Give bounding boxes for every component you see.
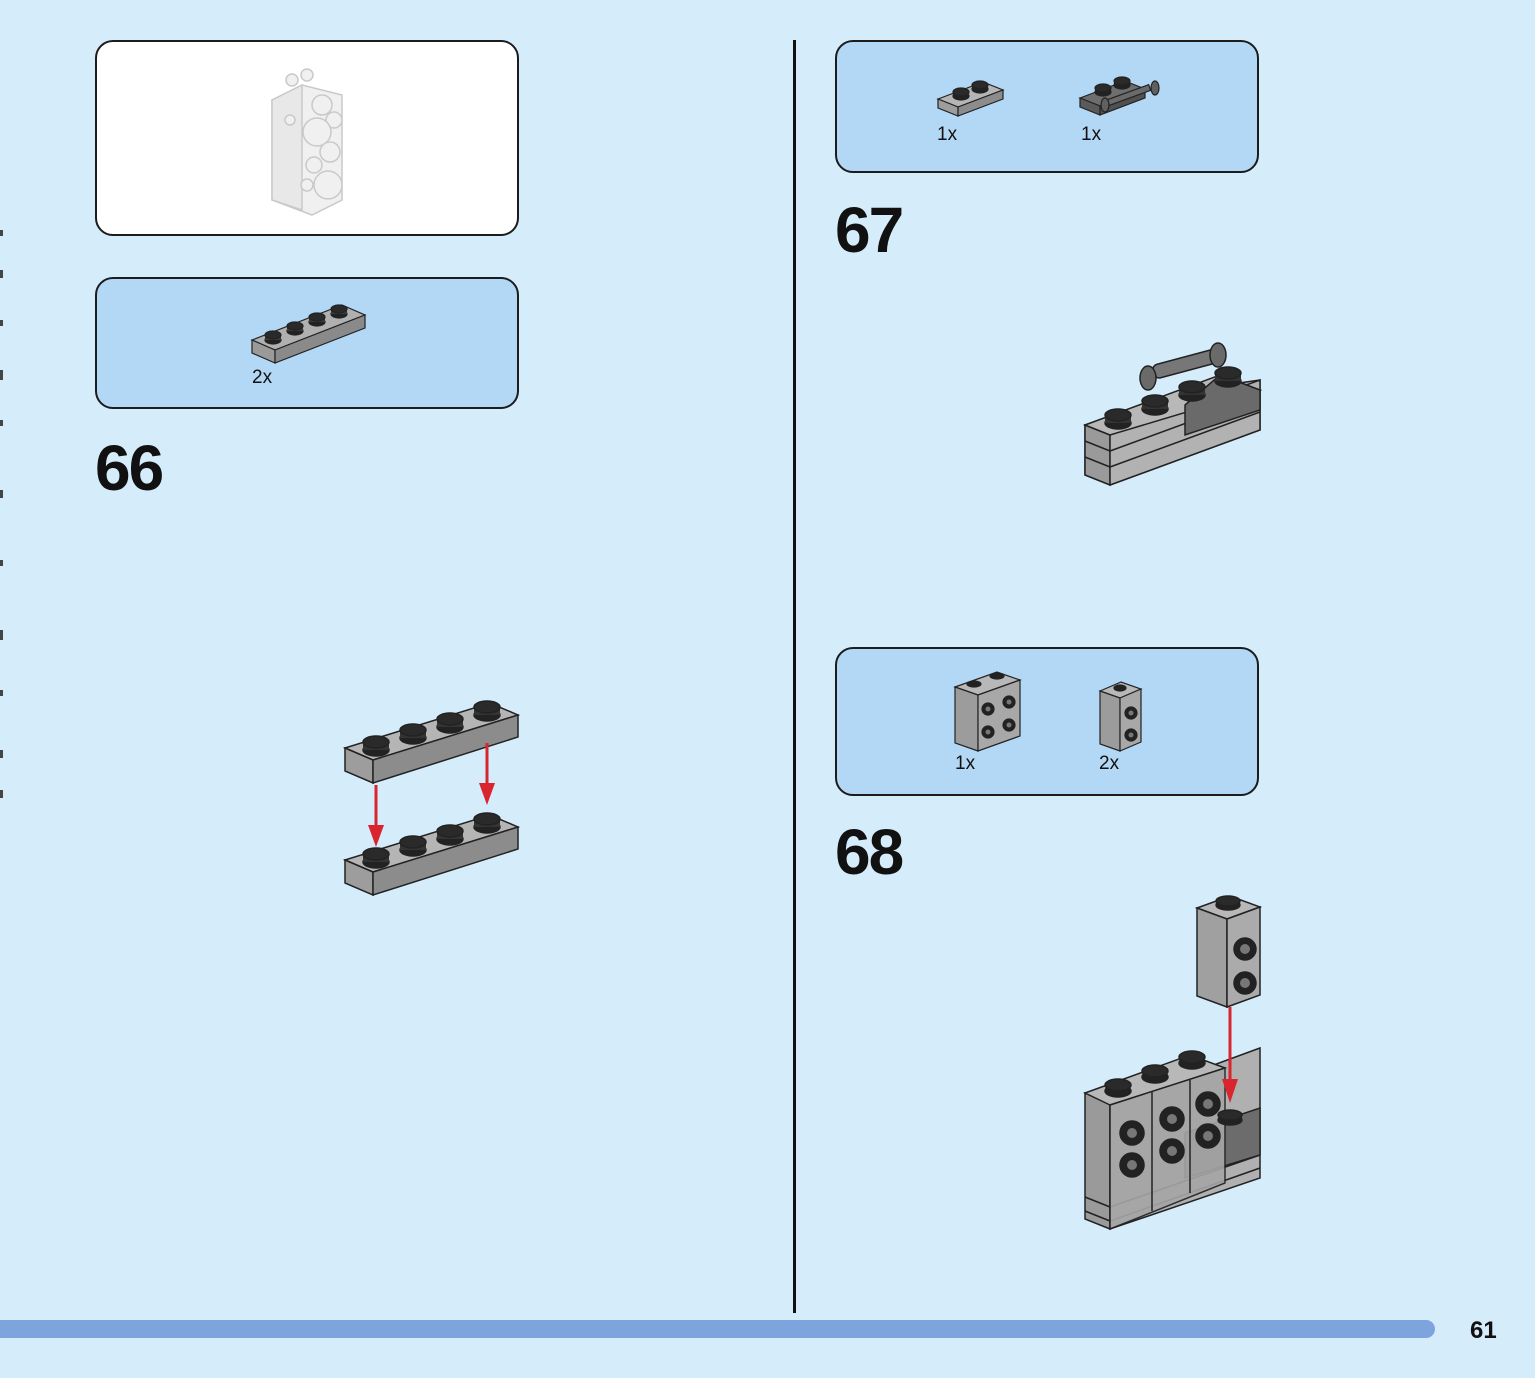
page-number: 61 [1470,1317,1497,1344]
step-66-parts-box: 2x [95,277,519,409]
page-edge-marks [0,230,3,798]
plate-1x2-icon [936,80,1005,117]
plate-with-bar-icon [1078,76,1160,116]
plate-1x4-icon [250,304,367,364]
step-67-assembly-diagram [1082,342,1263,487]
footer-bar [0,1320,1435,1338]
step-number: 66 [95,432,164,504]
step-68-parts-box: 1x 2x [835,647,1259,796]
brick-1x1-side-studs-icon [1098,681,1143,752]
part-quantity: 1x [955,753,976,774]
submodel-preview-box [95,40,519,236]
ghost-submodel-image [271,68,343,216]
step-number: 67 [835,194,904,266]
part-quantity: 2x [1099,753,1120,774]
step-68-assembly-diagram [1083,895,1263,1231]
step-67-parts-box: 1x 1x [835,40,1259,173]
brick-2x2-side-studs-icon [953,671,1022,752]
step-number: 68 [835,816,904,888]
part-quantity: 2x [252,367,273,388]
part-quantity: 1x [937,124,958,145]
part-quantity: 1x [1081,124,1102,145]
red-arrow [1222,1007,1238,1103]
red-arrows [368,743,495,847]
step-66-assembly-diagram [342,700,521,897]
column-divider [793,40,796,1313]
